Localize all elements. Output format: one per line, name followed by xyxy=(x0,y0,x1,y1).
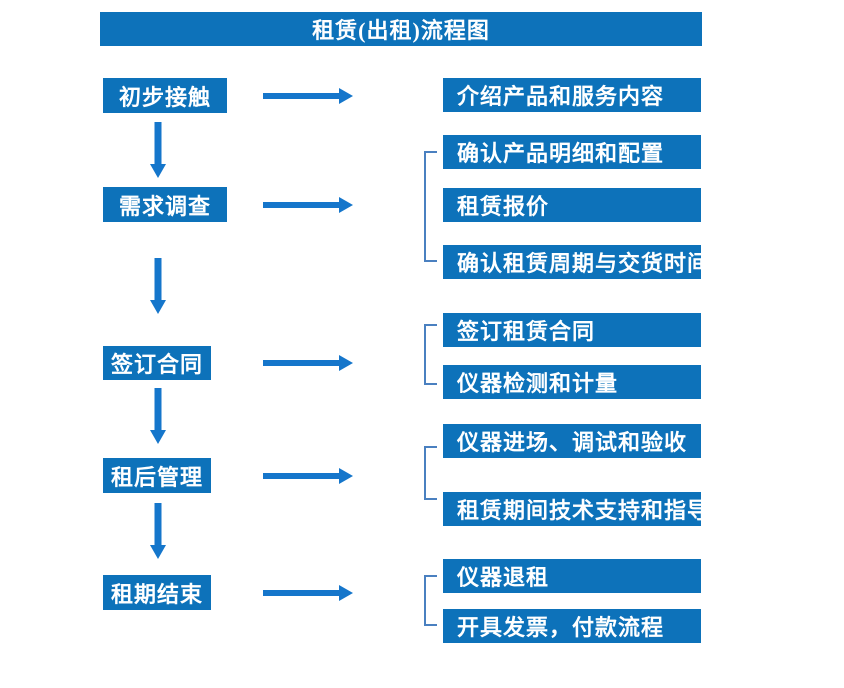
arrow-right-icon xyxy=(263,197,353,213)
group-bracket-rental-end xyxy=(424,575,437,626)
group-bracket-demand-survey xyxy=(424,151,437,262)
step-box-demand-survey: 需求调查 xyxy=(103,187,227,222)
detail-box-instrument-return: 仪器退租 xyxy=(443,559,701,593)
arrow-down-icon xyxy=(150,122,166,178)
step-box-rental-period-end: 租期结束 xyxy=(103,575,211,610)
detail-box-rental-quotation: 租赁报价 xyxy=(443,188,701,222)
detail-box-invoice-payment: 开具发票，付款流程 xyxy=(443,609,701,643)
arrow-right-icon xyxy=(263,355,353,371)
step-box-sign-contract: 签订合同 xyxy=(103,346,211,380)
step-box-initial-contact: 初步接触 xyxy=(103,78,227,113)
arrow-down-icon xyxy=(150,388,166,444)
detail-box-instrument-testing-metering: 仪器检测和计量 xyxy=(443,365,701,399)
arrow-right-icon xyxy=(263,468,353,484)
detail-box-tech-support-guidance: 租赁期间技术支持和指导 xyxy=(443,492,709,526)
step-box-post-rental-management: 租后管理 xyxy=(103,458,211,493)
arrow-right-icon xyxy=(263,88,353,104)
group-bracket-sign-contract xyxy=(424,324,437,385)
detail-box-confirm-period-delivery: 确认租赁周期与交货时间 xyxy=(443,245,709,279)
detail-box-introduce-products-services: 介绍产品和服务内容 xyxy=(443,78,701,112)
detail-box-instrument-entry-acceptance: 仪器进场、调试和验收 xyxy=(443,424,701,458)
group-bracket-post-rental xyxy=(424,446,437,500)
arrow-down-icon xyxy=(150,258,166,314)
diagram-title: 租赁(出租)流程图 xyxy=(100,12,702,46)
detail-box-confirm-product-details: 确认产品明细和配置 xyxy=(443,135,701,169)
detail-box-sign-rental-contract: 签订租赁合同 xyxy=(443,313,701,347)
arrow-down-icon xyxy=(150,503,166,559)
arrow-right-icon xyxy=(263,585,353,601)
